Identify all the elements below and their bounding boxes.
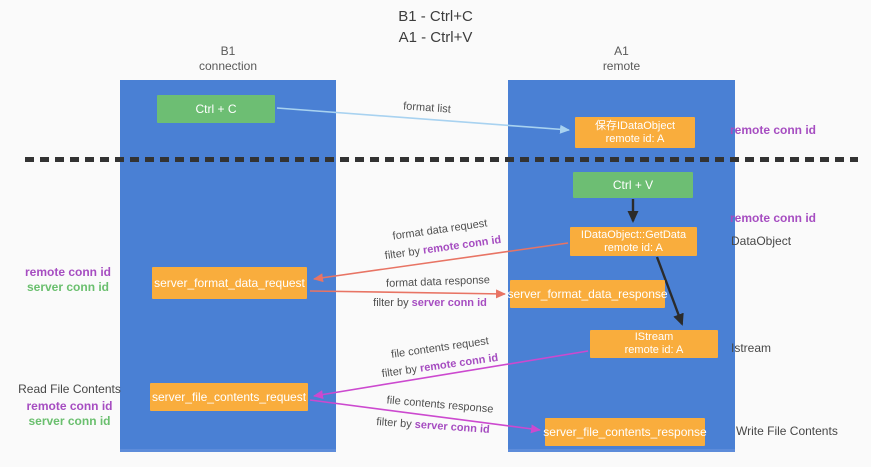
getdata-line1: IDataObject::GetData (580, 228, 687, 241)
label-filter-server-1: filter by server conn id (373, 297, 487, 309)
lane-b1-role: connection (198, 59, 258, 73)
filter-prefix: filter by (384, 244, 424, 263)
filter-id-remote: remote conn id (419, 351, 499, 375)
node-store-idataobject: 保存IDataObject remote id: A (575, 117, 695, 148)
annotation-read-file-contents: Read File Contents (18, 382, 121, 396)
label-format-list: format list (402, 100, 452, 116)
server-format-data-request-label: server_format_data_request (154, 276, 305, 290)
filter-id-remote: remote conn id (422, 233, 502, 257)
filter-prefix: filter by (381, 362, 421, 381)
label-file-contents-response: file contents response (386, 394, 494, 416)
filter-prefix: filter by (375, 416, 416, 431)
legend-server-conn-id: server conn id (26, 280, 110, 294)
istream-line1: IStream (634, 331, 674, 343)
annotation-dataobject: DataObject (731, 234, 792, 248)
title-line-1: B1 - Ctrl+C (398, 8, 473, 25)
annotation-remote-conn-id-mid: remote conn id (730, 211, 817, 225)
store-idataobject-line1: 保存IDataObject (594, 119, 676, 132)
annotation-remote-conn-id-top: remote conn id (730, 123, 817, 137)
lane-header-b1: B1 connection (120, 44, 336, 74)
node-server-format-data-request: server_format_data_request (152, 267, 307, 299)
server-format-data-response-label: server_format_data_response (507, 287, 668, 301)
filter-id-server: server conn id (414, 418, 491, 436)
legend2-server-conn-id: server conn id (28, 414, 111, 428)
server-file-contents-request-label: server_file_contents_request (151, 390, 307, 404)
legend2-remote-conn-id: remote conn id (26, 399, 113, 413)
node-ctrl-v-label: Ctrl + V (612, 178, 654, 192)
istream-line2: remote id: A (624, 344, 684, 356)
legend-conn-ids-mid: remote conn id server conn id (18, 265, 118, 295)
arrow-format-data-response (309, 289, 506, 299)
legend-remote-conn-id: remote conn id (24, 265, 111, 279)
diagram-title: B1 - Ctrl+C A1 - Ctrl+V (0, 6, 871, 48)
node-server-format-data-response: server_format_data_response (507, 280, 668, 308)
label-format-data-response: format data response (385, 274, 491, 290)
node-ctrl-c: Ctrl + C (157, 95, 275, 123)
lane-b1-name: B1 (220, 44, 236, 58)
label-filter-server-2: filter by server conn id (376, 416, 490, 436)
legend-read-file-contents: Read File Contents remote conn id server… (12, 382, 127, 429)
node-idataobject-getdata: IDataObject::GetData remote id: A (570, 227, 697, 256)
node-ctrl-c-label: Ctrl + C (195, 102, 237, 116)
node-server-file-contents-request: server_file_contents_request (150, 383, 308, 411)
node-ctrl-v: Ctrl + V (573, 172, 693, 198)
node-server-file-contents-response: server_file_contents_response (543, 418, 707, 446)
title-line-2: A1 - Ctrl+V (398, 29, 473, 46)
node-istream: IStream remote id: A (590, 330, 718, 358)
server-file-contents-response-label: server_file_contents_response (543, 425, 707, 439)
annotation-write-file-contents: Write File Contents (736, 424, 838, 438)
store-idataobject-line2: remote id: A (605, 132, 665, 145)
lane-a1-name: A1 (614, 44, 629, 58)
filter-id-server: server conn id (411, 297, 487, 309)
lane-a1-role: remote (602, 59, 641, 73)
filter-prefix: filter by (373, 297, 412, 309)
getdata-line2: remote id: A (604, 241, 663, 254)
phase-separator-dashed-line (25, 157, 858, 162)
lane-header-a1: A1 remote (508, 44, 735, 74)
annotation-istream: Istream (731, 341, 772, 355)
